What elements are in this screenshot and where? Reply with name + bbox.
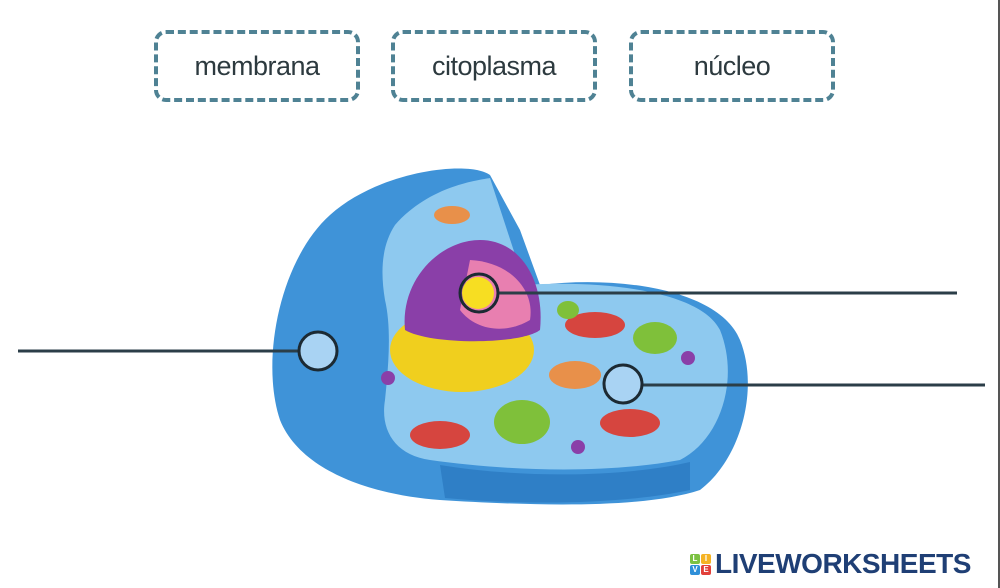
nucleolus	[462, 277, 494, 309]
logo-tiles-icon: L I V E	[690, 553, 711, 575]
drop-target-membrane[interactable]	[297, 330, 339, 372]
drop-target-nucleus[interactable]	[458, 272, 500, 314]
golgi-apparatus	[549, 361, 601, 389]
logo-text: LIVEWORKSHEETS	[715, 548, 971, 579]
mitochondrion	[565, 312, 625, 338]
mitochondrion	[600, 409, 660, 437]
mitochondrion	[410, 421, 470, 449]
liveworksheets-logo: L I V E LIVEWORKSHEETS	[690, 548, 971, 580]
vacuole	[494, 400, 550, 444]
logo-tile: E	[701, 564, 711, 575]
logo-tile: V	[690, 564, 700, 575]
word-card-membrana[interactable]: membrana	[154, 30, 360, 102]
word-card-citoplasma[interactable]: citoplasma	[391, 30, 597, 102]
logo-tile: I	[701, 553, 711, 564]
word-card-nucleo[interactable]: núcleo	[629, 30, 835, 102]
page-edge	[998, 0, 1000, 588]
golgi-apparatus	[434, 206, 470, 224]
vacuole	[633, 322, 677, 354]
drop-target-cytoplasm[interactable]	[602, 363, 644, 405]
logo-tile: L	[690, 553, 700, 564]
